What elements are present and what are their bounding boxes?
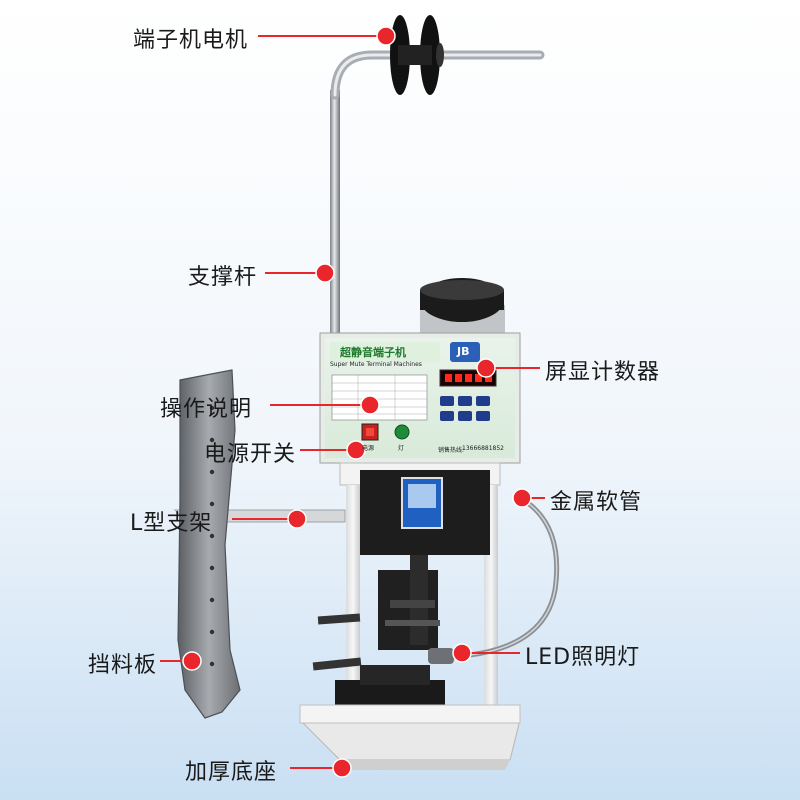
callout-label-led: LED照明灯 <box>525 645 641 670</box>
machine-head <box>420 278 505 335</box>
dot-bracket <box>287 509 307 529</box>
panel-phone: 13666881852 <box>462 445 504 452</box>
panel-power-label: 电源 <box>362 445 375 452</box>
dot-baffle <box>182 651 202 671</box>
callout-label-manual: 操作说明 <box>160 397 253 422</box>
panel-brand-logo: JB <box>457 345 470 358</box>
panel-sales-label: 销售热线: <box>438 447 465 454</box>
support-rod <box>330 50 545 350</box>
panel-title: 超静音端子机 <box>340 346 406 359</box>
thick-base <box>298 704 521 770</box>
panel-lamp-label: 灯 <box>398 445 405 452</box>
dot-hose <box>512 488 532 508</box>
callout-dots <box>182 26 532 778</box>
callout-label-motor: 端子机电机 <box>133 28 249 53</box>
dot-power <box>346 440 366 460</box>
dot-counter <box>476 358 496 378</box>
callout-lines <box>160 35 545 769</box>
panel-subtitle: Super Mute Terminal Machines <box>330 361 422 368</box>
callout-label-hose: 金属软管 <box>550 490 643 515</box>
machine-frame <box>312 462 501 710</box>
dot-rod <box>315 263 335 283</box>
callout-label-bracket: L型支架 <box>130 511 213 536</box>
callout-label-counter: 屏显计数器 <box>545 360 661 385</box>
dot-led <box>452 643 472 663</box>
dot-manual <box>360 395 380 415</box>
callout-label-baffle: 挡料板 <box>88 653 158 678</box>
metal-hose <box>428 492 560 664</box>
baffle-plate <box>177 369 241 719</box>
callout-label-base: 加厚底座 <box>185 760 278 785</box>
dot-motor <box>376 26 396 46</box>
control-panel-box <box>319 332 521 464</box>
callout-label-power: 电源开关 <box>204 442 297 467</box>
dot-base <box>332 758 352 778</box>
callout-label-rod: 支撑杆 <box>188 265 258 290</box>
